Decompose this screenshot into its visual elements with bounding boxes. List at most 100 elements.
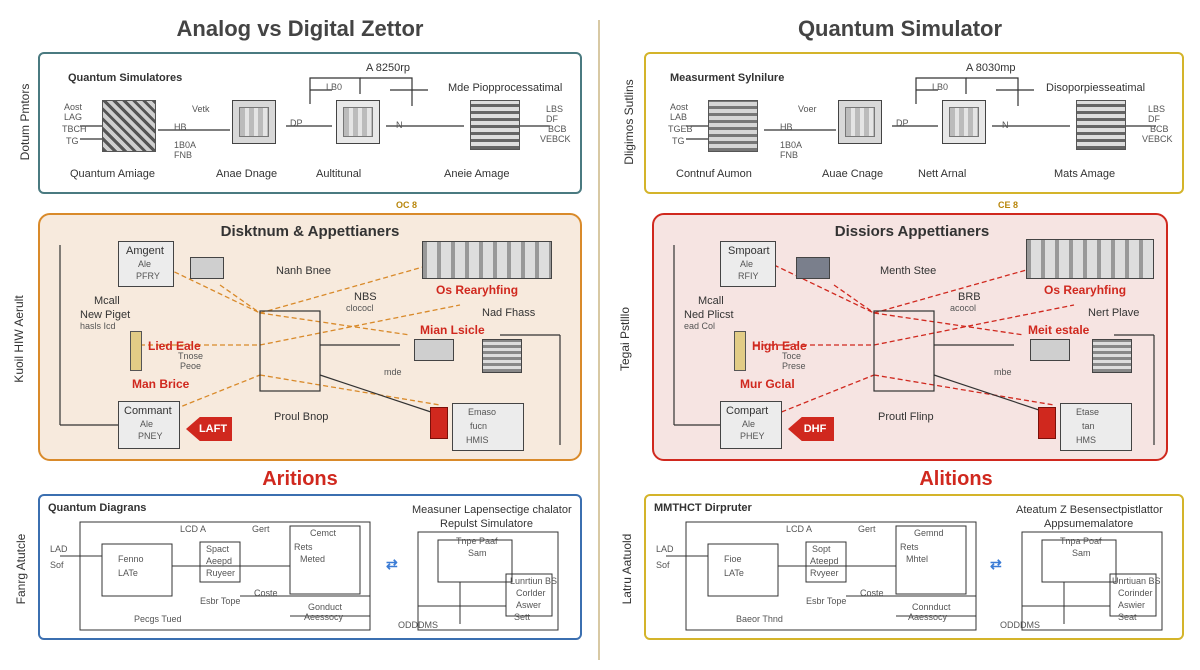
simulator-wiring: [686, 77, 1156, 140]
label: Rets: [900, 542, 919, 552]
red-label: Os Rearyhfing: [1044, 283, 1127, 297]
label: Toce: [782, 351, 802, 361]
caption: Contnuf Aumon: [676, 168, 752, 180]
label: Nert Plave: [1088, 307, 1140, 319]
panel-title: Quantum Simulator: [797, 16, 1003, 41]
label: Ale: [740, 259, 754, 269]
label: New Piget: [80, 309, 131, 321]
center-divider: [598, 20, 600, 660]
label: RFIY: [738, 271, 759, 281]
appliances-box: Dissiors Appettianers Smpoart Ale RFIY M…: [652, 213, 1168, 461]
label: Mcall: [698, 295, 724, 307]
label: acocol: [950, 303, 977, 313]
box-title: Dissiors Appettianers: [834, 223, 990, 240]
label: Mcall: [94, 295, 120, 307]
label: Mde Piopprocessatimal: [448, 82, 563, 94]
controller-device-icon: [190, 257, 224, 279]
relay-icon: [430, 407, 448, 439]
in-label: Aost: [64, 102, 83, 112]
label: Aaessocy: [908, 612, 948, 622]
red-label: Mur Gclal: [740, 377, 795, 391]
label: HMIS: [466, 435, 489, 445]
label: Fenno: [118, 554, 144, 564]
label: Sof: [656, 560, 670, 570]
label: Disoporpiesseatimal: [1046, 82, 1146, 94]
diagrams-circuit: [60, 521, 559, 631]
terminal-icon: [414, 339, 454, 361]
label: LAD: [656, 544, 674, 554]
label: VEBCK: [1142, 134, 1173, 144]
label: Meted: [300, 554, 326, 564]
caption: Anae Dnage: [216, 168, 278, 180]
label: Ale: [138, 259, 152, 269]
label: LCD A: [180, 524, 207, 534]
label: Sopt: [812, 544, 831, 554]
label: PFRY: [136, 271, 160, 281]
label: Connduct: [912, 602, 951, 612]
box-title: Disktnum & Appettianers: [220, 223, 400, 240]
label: Ned Plicst: [684, 309, 734, 321]
in-label: TG: [672, 136, 685, 146]
caption: Auae Cnage: [822, 168, 884, 180]
label: ODDDMS: [398, 620, 438, 630]
red-label: Lied Eale: [148, 339, 201, 353]
label: Prese: [782, 361, 806, 371]
label: LATe: [724, 568, 744, 578]
heading: Quantum Simulatores: [68, 72, 183, 84]
server-rack-icon: [1092, 339, 1132, 373]
processor-unit-icon: [1076, 100, 1126, 150]
relay-icon: [1038, 407, 1056, 439]
label: Seat: [1118, 612, 1137, 622]
label: Peoe: [180, 361, 202, 371]
flow-arrow-icon: ⇄: [990, 556, 1002, 572]
actions-heading: Aritions: [262, 468, 338, 490]
caption: Mats Amage: [1054, 168, 1116, 180]
label: HB: [780, 122, 793, 132]
top-label: A 8030mp: [966, 62, 1016, 74]
label: Coste: [860, 588, 884, 598]
label: Cemct: [310, 528, 337, 538]
quantum-panel: Quantum Simulator Measurment Sylnilure A…: [600, 0, 1200, 670]
label: Lunrtiun BS: [510, 576, 558, 586]
label: Nad Fhass: [482, 307, 536, 319]
label: hasls Icd: [80, 321, 116, 331]
label: LB0: [326, 82, 343, 92]
label: mbe: [994, 367, 1012, 377]
label: Aeessocy: [304, 612, 344, 622]
right-heading: Ateatum Z Besensectpistlattor: [1016, 504, 1163, 516]
label: Tnpa Poaf: [1060, 536, 1102, 546]
right-subheading: Repulst Simulatore: [440, 518, 533, 530]
label: Sett: [514, 612, 531, 622]
label: Vetk: [192, 104, 210, 114]
label: Smpoart: [728, 245, 770, 257]
label: Sam: [468, 548, 487, 558]
label: Commant: [124, 405, 172, 417]
caption: Quantum Amiage: [70, 168, 155, 180]
label: Ale: [742, 419, 756, 429]
label: Ateepd: [810, 556, 839, 566]
side-label: Tegai Pstlllo: [618, 306, 632, 372]
label: Corinder: [1118, 588, 1153, 598]
label: DP: [896, 118, 909, 128]
quantum-chip-icon: [102, 100, 156, 152]
controller-device-icon: [796, 257, 830, 279]
label: Gonduct: [308, 602, 343, 612]
quantum-chip-icon: [708, 100, 758, 152]
label: Aswier: [1118, 600, 1146, 610]
label: LBS: [546, 104, 564, 114]
caption: Aneie Amage: [444, 168, 510, 180]
label: Coste: [254, 588, 278, 598]
label: BRB: [958, 291, 981, 303]
appliances-box: Disktnum & Appettianers Amgent Ale PFRY …: [38, 213, 582, 461]
label: Tnpe Paaf: [456, 536, 498, 546]
capacitor-icon: [130, 331, 142, 371]
label: Gemnd: [914, 528, 944, 538]
label: FNB: [780, 150, 798, 160]
label: Rets: [294, 542, 313, 552]
label: Emaso: [468, 407, 497, 417]
server-rack-icon: [482, 339, 522, 373]
label: Mhtel: [906, 554, 929, 564]
side-label: Kuoil HIW Aerult: [12, 295, 26, 383]
diagrams-box: MMTHCT Dirpruter Ateatum Z Besensectpist…: [644, 494, 1184, 640]
label: HMS: [1076, 435, 1096, 445]
